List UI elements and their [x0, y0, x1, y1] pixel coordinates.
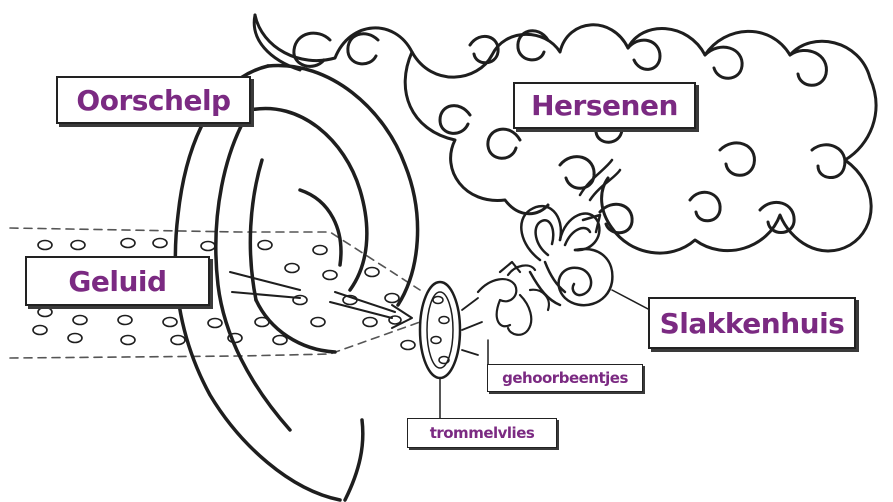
label-trommelvlies-text: trommelvlies — [430, 424, 535, 442]
label-geluid: Geluid — [25, 256, 210, 306]
label-gehoorbeentjes: gehoorbeentjes — [487, 364, 643, 392]
ossicles — [478, 262, 549, 370]
label-geluid-text: Geluid — [68, 265, 166, 298]
label-slakkenhuis-text: Slakkenhuis — [660, 307, 845, 340]
label-hersenen: Hersenen — [513, 82, 696, 129]
eardrum — [420, 282, 482, 420]
outer-ear — [175, 66, 417, 500]
label-oorschelp: Oorschelp — [56, 76, 251, 124]
label-oorschelp-text: Oorschelp — [76, 84, 230, 117]
inner-ear — [521, 160, 650, 310]
label-gehoorbeentjes-text: gehoorbeentjes — [502, 369, 628, 387]
label-slakkenhuis: Slakkenhuis — [648, 297, 856, 349]
brain-outline — [254, 15, 876, 253]
label-trommelvlies: trommelvlies — [407, 418, 557, 448]
label-hersenen-text: Hersenen — [531, 89, 678, 122]
